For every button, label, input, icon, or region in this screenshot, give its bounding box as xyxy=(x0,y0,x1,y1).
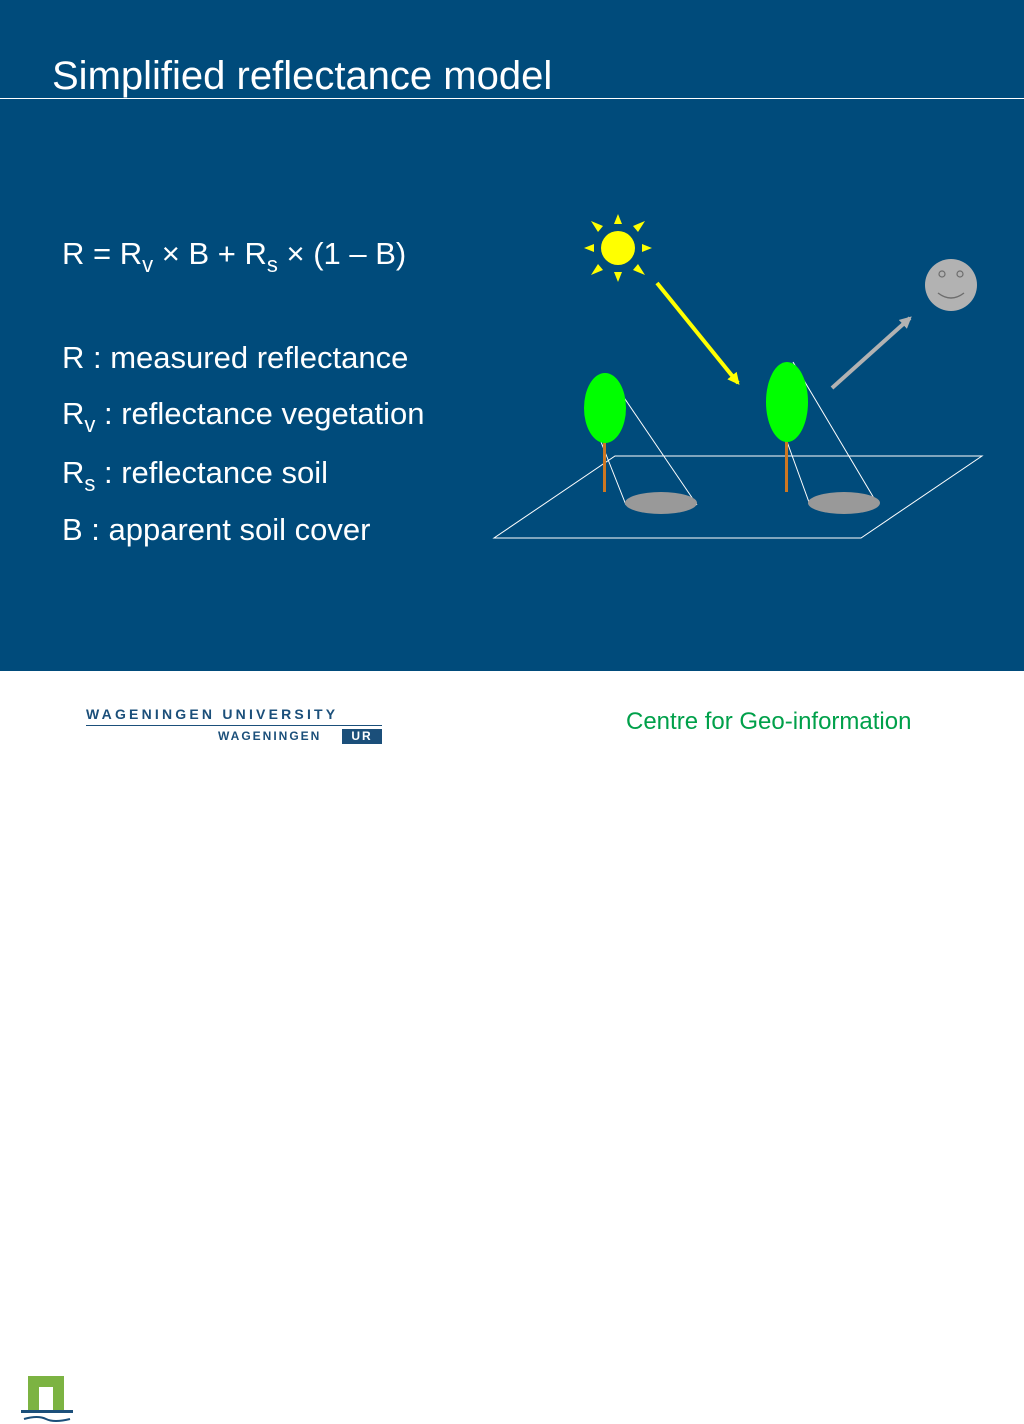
def-text: : reflectance soil xyxy=(95,455,328,490)
def-symbol: R xyxy=(62,396,85,431)
def-text: : reflectance vegetation xyxy=(95,396,425,431)
slide-title: Simplified reflectance model xyxy=(52,54,553,98)
def-text: : apparent soil cover xyxy=(82,512,371,547)
shadow-icon xyxy=(808,492,880,514)
eq-equals: = xyxy=(84,236,120,271)
sun-icon xyxy=(584,214,652,282)
shadow-icon xyxy=(625,492,697,514)
slide: Simplified reflectance model R = Rv × B … xyxy=(0,0,1024,671)
def-sub: v xyxy=(84,412,96,437)
eq-r: R xyxy=(62,236,85,271)
title-divider xyxy=(0,98,1024,99)
definition-b: B : apparent soil cover xyxy=(62,512,370,548)
incoming-ray-arrow xyxy=(655,281,740,385)
tree-icon xyxy=(766,362,808,492)
def-symbol: B xyxy=(62,512,83,547)
reflected-ray-arrow xyxy=(830,316,912,390)
eq-rs-sub: s xyxy=(266,252,278,277)
ur-wordmark-right: UR xyxy=(342,729,382,744)
def-symbol: R xyxy=(62,455,85,490)
eq-rs: R xyxy=(244,236,267,271)
logo-divider xyxy=(86,725,382,726)
def-text: : measured reflectance xyxy=(84,340,409,375)
eq-rv: R xyxy=(119,236,143,271)
eq-times-one-minus-b: × (1 – B) xyxy=(277,236,407,271)
ur-wordmark-left: WAGENINGEN xyxy=(218,729,322,743)
reflectance-equation: R = Rv × B + Rs × (1 – B) xyxy=(62,236,407,276)
wageningen-logo-icon xyxy=(18,1372,76,1424)
reflectance-diagram xyxy=(492,214,984,539)
def-sub: s xyxy=(84,471,96,496)
definition-rs: Rs : reflectance soil xyxy=(62,455,328,495)
definition-rv: Rv : reflectance vegetation xyxy=(62,396,425,436)
definition-r: R : measured reflectance xyxy=(62,340,408,376)
tree-icon xyxy=(584,373,626,492)
observer-face-icon xyxy=(925,259,977,311)
eq-rv-sub: v xyxy=(142,252,154,277)
university-name: WAGENINGEN UNIVERSITY xyxy=(86,706,339,722)
def-symbol: R xyxy=(62,340,85,375)
ground-plane xyxy=(492,455,984,539)
centre-name: Centre for Geo-information xyxy=(626,708,912,735)
eq-times-b-plus: × B + xyxy=(153,236,245,271)
